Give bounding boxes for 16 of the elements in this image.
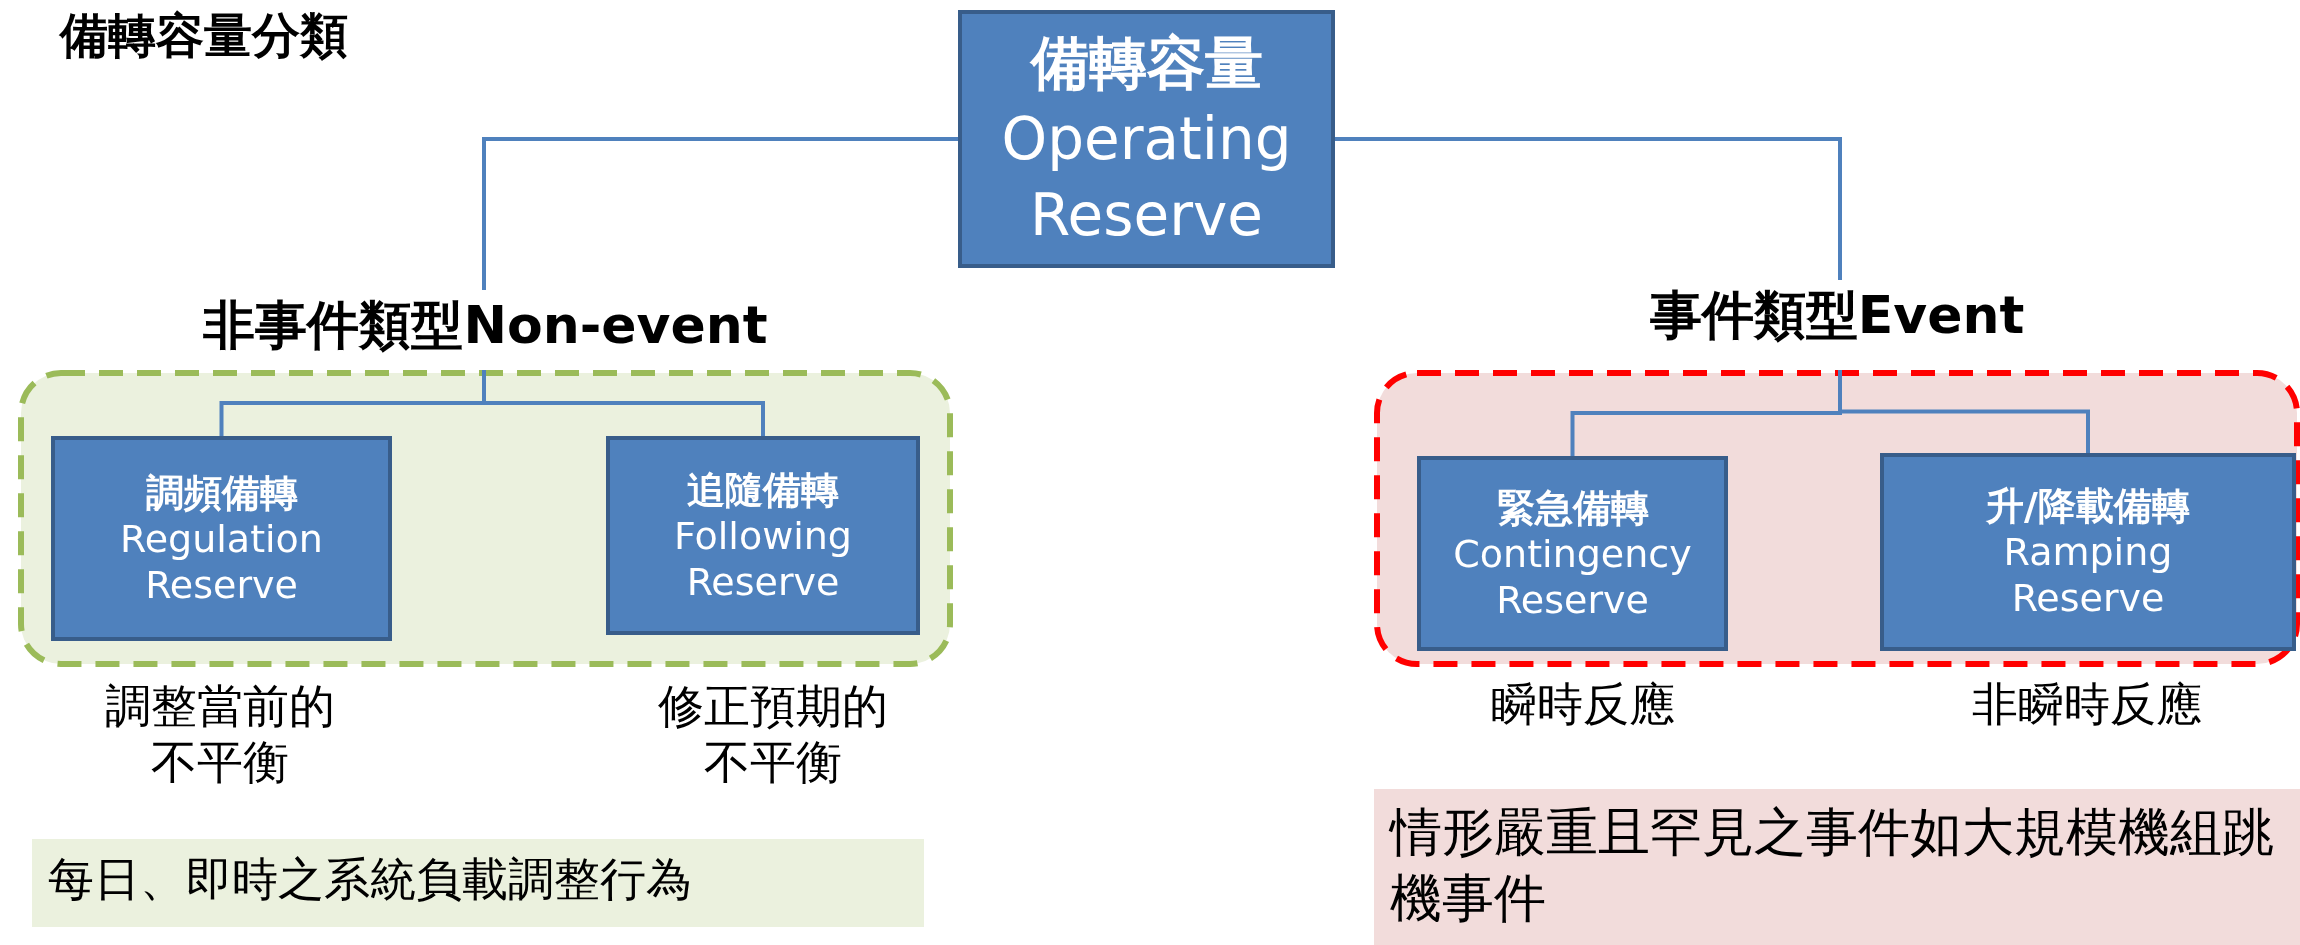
category-box: 追隨備轉 Following Reserve — [606, 436, 920, 635]
connector-line — [482, 137, 958, 290]
category-box: 緊急備轉 Contingency Reserve — [1417, 456, 1728, 651]
title: 備轉容量分類 — [60, 6, 348, 65]
category-box: 調頻備轉 Regulation Reserve — [51, 436, 392, 641]
group-heading: 非事件類型Non-event — [202, 294, 769, 357]
description-text: 調整當前的不平衡 — [104, 678, 336, 790]
root-box: 備轉容量 Operating Reserve — [958, 10, 1335, 268]
description-text: 修正預期的不平衡 — [657, 678, 889, 790]
description-text: 瞬時反應 — [1490, 676, 1676, 732]
connector-line — [1335, 137, 1842, 280]
category-box: 升/降載備轉 Ramping Reserve — [1880, 453, 2296, 651]
group-heading: 事件類型Event — [1648, 284, 2026, 347]
note-box: 情形嚴重且罕見之事件如大規模機組跳機事件 — [1374, 789, 2300, 945]
note-box: 每日、即時之系統負載調整行為 — [32, 839, 924, 927]
description-text: 非瞬時反應 — [1971, 676, 2203, 732]
